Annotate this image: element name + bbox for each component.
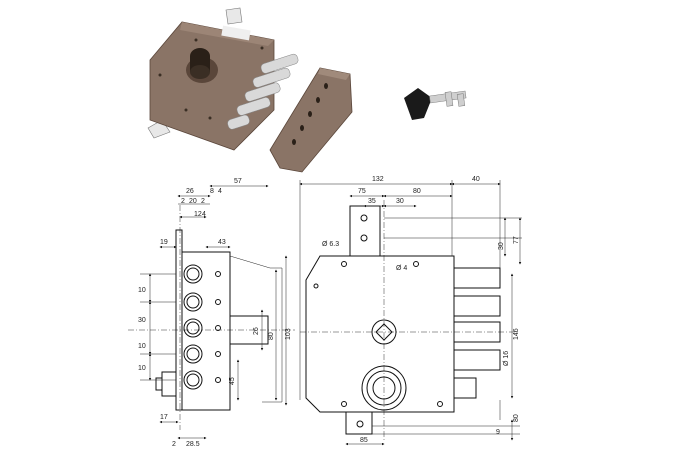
front-screws	[313, 261, 443, 407]
front-top-tab	[349, 205, 381, 257]
front-dim-40: 40	[472, 176, 480, 183]
front-dim-77: 77	[513, 236, 520, 244]
side-dim-19: 19	[160, 239, 168, 246]
front-dim-30r: 30	[498, 242, 505, 250]
front-bolts	[453, 267, 501, 399]
front-dim-80r: 80	[513, 414, 520, 422]
side-dim-d45: 45	[229, 377, 236, 385]
front-bottom-tab	[345, 411, 373, 435]
front-view: 132 75 80 40 35 30 Ø 6.3 Ø 4 Ø 16 30 77 …	[299, 176, 522, 446]
side-plate	[175, 229, 183, 411]
side-dim-8: 8	[210, 188, 214, 195]
side-dim-left-10c: 10	[138, 365, 146, 372]
side-dim-left-30: 30	[138, 317, 146, 324]
key-photo	[404, 88, 467, 120]
front-dim-d6-3: Ø 6.3	[322, 241, 339, 248]
lock-screws	[158, 38, 264, 120]
side-dim-20: 20	[189, 198, 197, 205]
side-dim-d26: 26	[253, 327, 260, 335]
front-dim-75: 75	[358, 188, 366, 195]
front-dim-146: 146	[513, 328, 520, 340]
side-dim-4b: 4	[202, 211, 206, 218]
strike-holes	[292, 83, 328, 145]
side-screws	[215, 271, 221, 383]
side-body	[181, 251, 231, 411]
cylinder-knob	[186, 48, 218, 83]
side-dim-43: 43	[218, 239, 226, 246]
side-knob	[155, 371, 177, 397]
strike-plate	[269, 67, 353, 173]
lock-plate-tab-top	[225, 7, 243, 25]
side-cylinder	[229, 315, 269, 345]
front-body	[305, 255, 455, 413]
side-view: 26 57 2 20 2 8 4 12 4 19 43 10 30 10 10 …	[128, 178, 295, 448]
side-dim-26: 26	[186, 188, 194, 195]
side-dim-12: 12	[194, 211, 202, 218]
front-dim-35: 35	[368, 198, 376, 205]
side-dim-left-10a: 10	[138, 287, 146, 294]
lock-bolts	[227, 53, 299, 130]
side-dim-2c: 2	[172, 441, 176, 448]
side-dim-17: 17	[160, 414, 168, 421]
side-bolts	[183, 264, 203, 390]
side-dim-4: 4	[218, 188, 222, 195]
front-dim-d4: Ø 4	[396, 265, 407, 272]
side-dim-80: 80	[268, 332, 275, 340]
side-dim-left-10b: 10	[138, 343, 146, 350]
front-dim-80: 80	[413, 188, 421, 195]
lock-photo	[147, 7, 353, 173]
side-dim-103: 103	[285, 328, 292, 340]
key-head	[404, 88, 432, 120]
side-dim-57: 57	[234, 178, 242, 185]
strike-plate-face	[318, 68, 350, 80]
side-dim-2b: 2	[201, 198, 205, 205]
side-dim-2a: 2	[181, 198, 185, 205]
front-keyhole	[371, 319, 397, 345]
front-dim-132: 132	[372, 176, 384, 183]
front-dim-30: 30	[396, 198, 404, 205]
front-knob	[361, 365, 407, 411]
front-dim-d16: Ø 16	[503, 351, 510, 366]
front-dim-85: 85	[360, 437, 368, 444]
front-dim-9: 9	[496, 429, 500, 436]
side-dim-28-5: 28.5	[186, 441, 200, 448]
lock-label	[221, 25, 251, 41]
